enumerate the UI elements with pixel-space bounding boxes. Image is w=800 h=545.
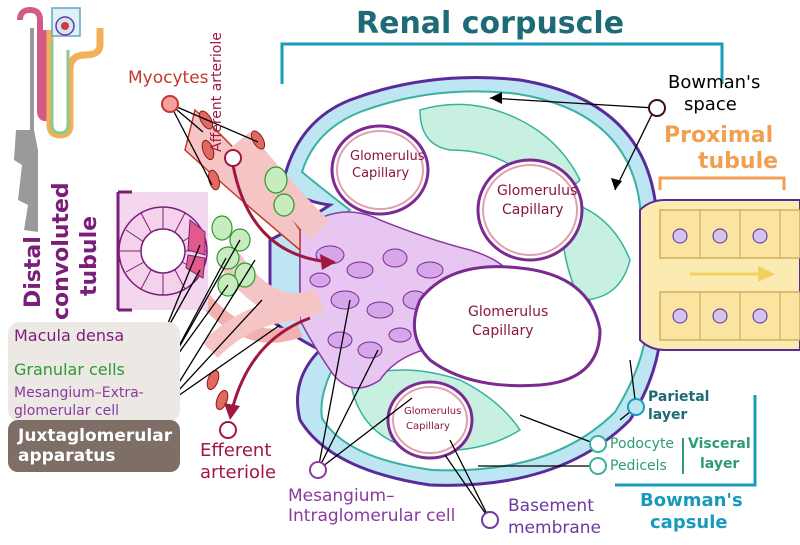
capillary-1-line1: Glomerulus — [350, 149, 425, 164]
efferent-arrow-head — [224, 403, 240, 420]
pedicels-marker — [589, 457, 607, 475]
myocytes-marker — [161, 95, 179, 113]
parietal-layer-label-2: layer — [648, 407, 688, 423]
distal-label-1: Distal — [21, 236, 46, 308]
pedicels-label: Pedicels — [610, 458, 667, 474]
distal-label-2: convoluted — [49, 182, 74, 320]
macula-densa-label: Macula densa — [14, 326, 125, 345]
parietal-marker — [627, 398, 645, 416]
capillary-loops — [330, 124, 602, 460]
capillary-3-line1: Glomerulus — [468, 304, 549, 320]
mesangium-intra-label-2: Intraglomerular cell — [288, 506, 456, 526]
podocyte-label: Podocyte — [610, 436, 675, 452]
efferent-label-2: arteriole — [200, 462, 277, 483]
efferent-marker — [219, 421, 237, 439]
proximal-tubule-label-1: Proximal — [664, 123, 774, 148]
renal-corpuscle-bracket — [280, 42, 724, 84]
bowmans-capsule-label-2: capsule — [650, 512, 728, 533]
distal-label-3: tubule — [77, 215, 102, 296]
proximal-bracket — [658, 176, 786, 190]
juxta-label-1: Juxtaglomerular — [18, 426, 173, 446]
mesangium-intra-label-1: Mesangium– — [288, 486, 395, 506]
parietal-layer-label-1: Parietal — [648, 389, 710, 405]
capillary-4-line1: Glomerulus — [404, 406, 462, 417]
myocytes-label: Myocytes — [128, 68, 209, 88]
page-title: Renal corpuscle — [356, 6, 625, 41]
bowmans-space-label-1: Bowman's — [668, 72, 761, 93]
visceral-layer-label-2: layer — [700, 456, 740, 472]
afferent-flow-arrow — [231, 164, 331, 264]
proximal-tubule-label-2: tubule — [698, 149, 779, 174]
bowmans-capsule-bracket — [615, 395, 757, 487]
basement-marker — [481, 511, 499, 529]
granular-cells-label: Granular cells — [14, 360, 125, 379]
mesangium-extra-label-2: glomerular cell — [14, 403, 119, 419]
visceral-layer-label-1: Visceral — [688, 436, 751, 452]
capillary-3-line2: Capillary — [472, 323, 534, 339]
nephron-thumbnail — [14, 6, 104, 232]
mesangium-intra-marker — [309, 461, 327, 479]
podocyte-marker — [589, 435, 607, 453]
bowmans-space-label-2: space — [684, 94, 737, 115]
bowmans-space-marker — [648, 99, 666, 117]
pointer-lines — [161, 97, 656, 521]
basement-membrane-label-1: Basement — [508, 496, 594, 516]
proximal-arrow-head — [758, 266, 775, 282]
capillary-2-line2: Capillary — [502, 202, 564, 218]
capillary-2-line1: Glomerulus — [497, 183, 578, 199]
basement-membrane-label-2: membrane — [508, 518, 602, 538]
jga-title-box — [8, 420, 180, 472]
efferent-flow-arrow — [230, 316, 311, 411]
macula-densa-cells — [185, 219, 206, 279]
pointer-arrowheads — [490, 92, 622, 190]
capillary-4-line2: Capillary — [406, 421, 450, 432]
mesangium-extra-label-1: Mesangium–Extra- — [14, 385, 144, 401]
afferent-marker — [224, 149, 242, 167]
afferent-arrow-head — [320, 254, 336, 270]
jga-label-panel — [8, 322, 180, 422]
capillary-1-line2: Capillary — [352, 166, 410, 181]
efferent-label-1: Efferent — [200, 440, 272, 461]
bowmans-capsule-label-1: Bowman's — [640, 490, 743, 511]
afferent-arteriole-label: Afferent arteriole — [209, 32, 225, 152]
capillary-endothelium — [336, 130, 578, 454]
juxta-label-2: apparatus — [18, 446, 116, 466]
